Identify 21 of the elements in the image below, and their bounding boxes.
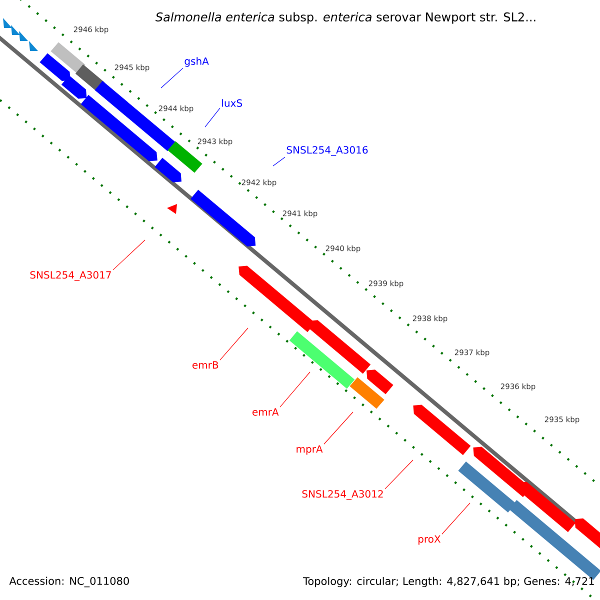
leader-line <box>204 108 220 128</box>
gene-label: SNSL254_A3016 <box>286 146 368 156</box>
gene-label: luxS <box>222 99 242 107</box>
leader-line <box>442 502 470 534</box>
gene-label: SNSL254_A3017 <box>30 271 111 281</box>
gene-label: mprA <box>296 445 323 455</box>
footer-text: Accession: NC_011080 <box>9 576 129 588</box>
leader-line <box>384 460 414 490</box>
gene-label: emrA <box>252 408 279 416</box>
gene-label: gshA <box>184 57 209 67</box>
leader-line <box>280 372 310 408</box>
leader-line <box>324 412 354 444</box>
gene-label: emrB <box>192 361 218 369</box>
leader-line <box>160 68 184 88</box>
title: Salmonella enterica subsp. enterica serovar Newport str. SL2... <box>156 12 536 24</box>
leader-line <box>220 328 248 360</box>
leader-line <box>112 240 146 270</box>
gene-label: proX <box>418 535 440 545</box>
leader-line <box>272 156 286 166</box>
gene-label: SNSL254_A3012 <box>302 490 383 500</box>
footer-text: Topology: circular; Length: 4,827,641 bp; Genes: 4,721 <box>303 576 594 588</box>
